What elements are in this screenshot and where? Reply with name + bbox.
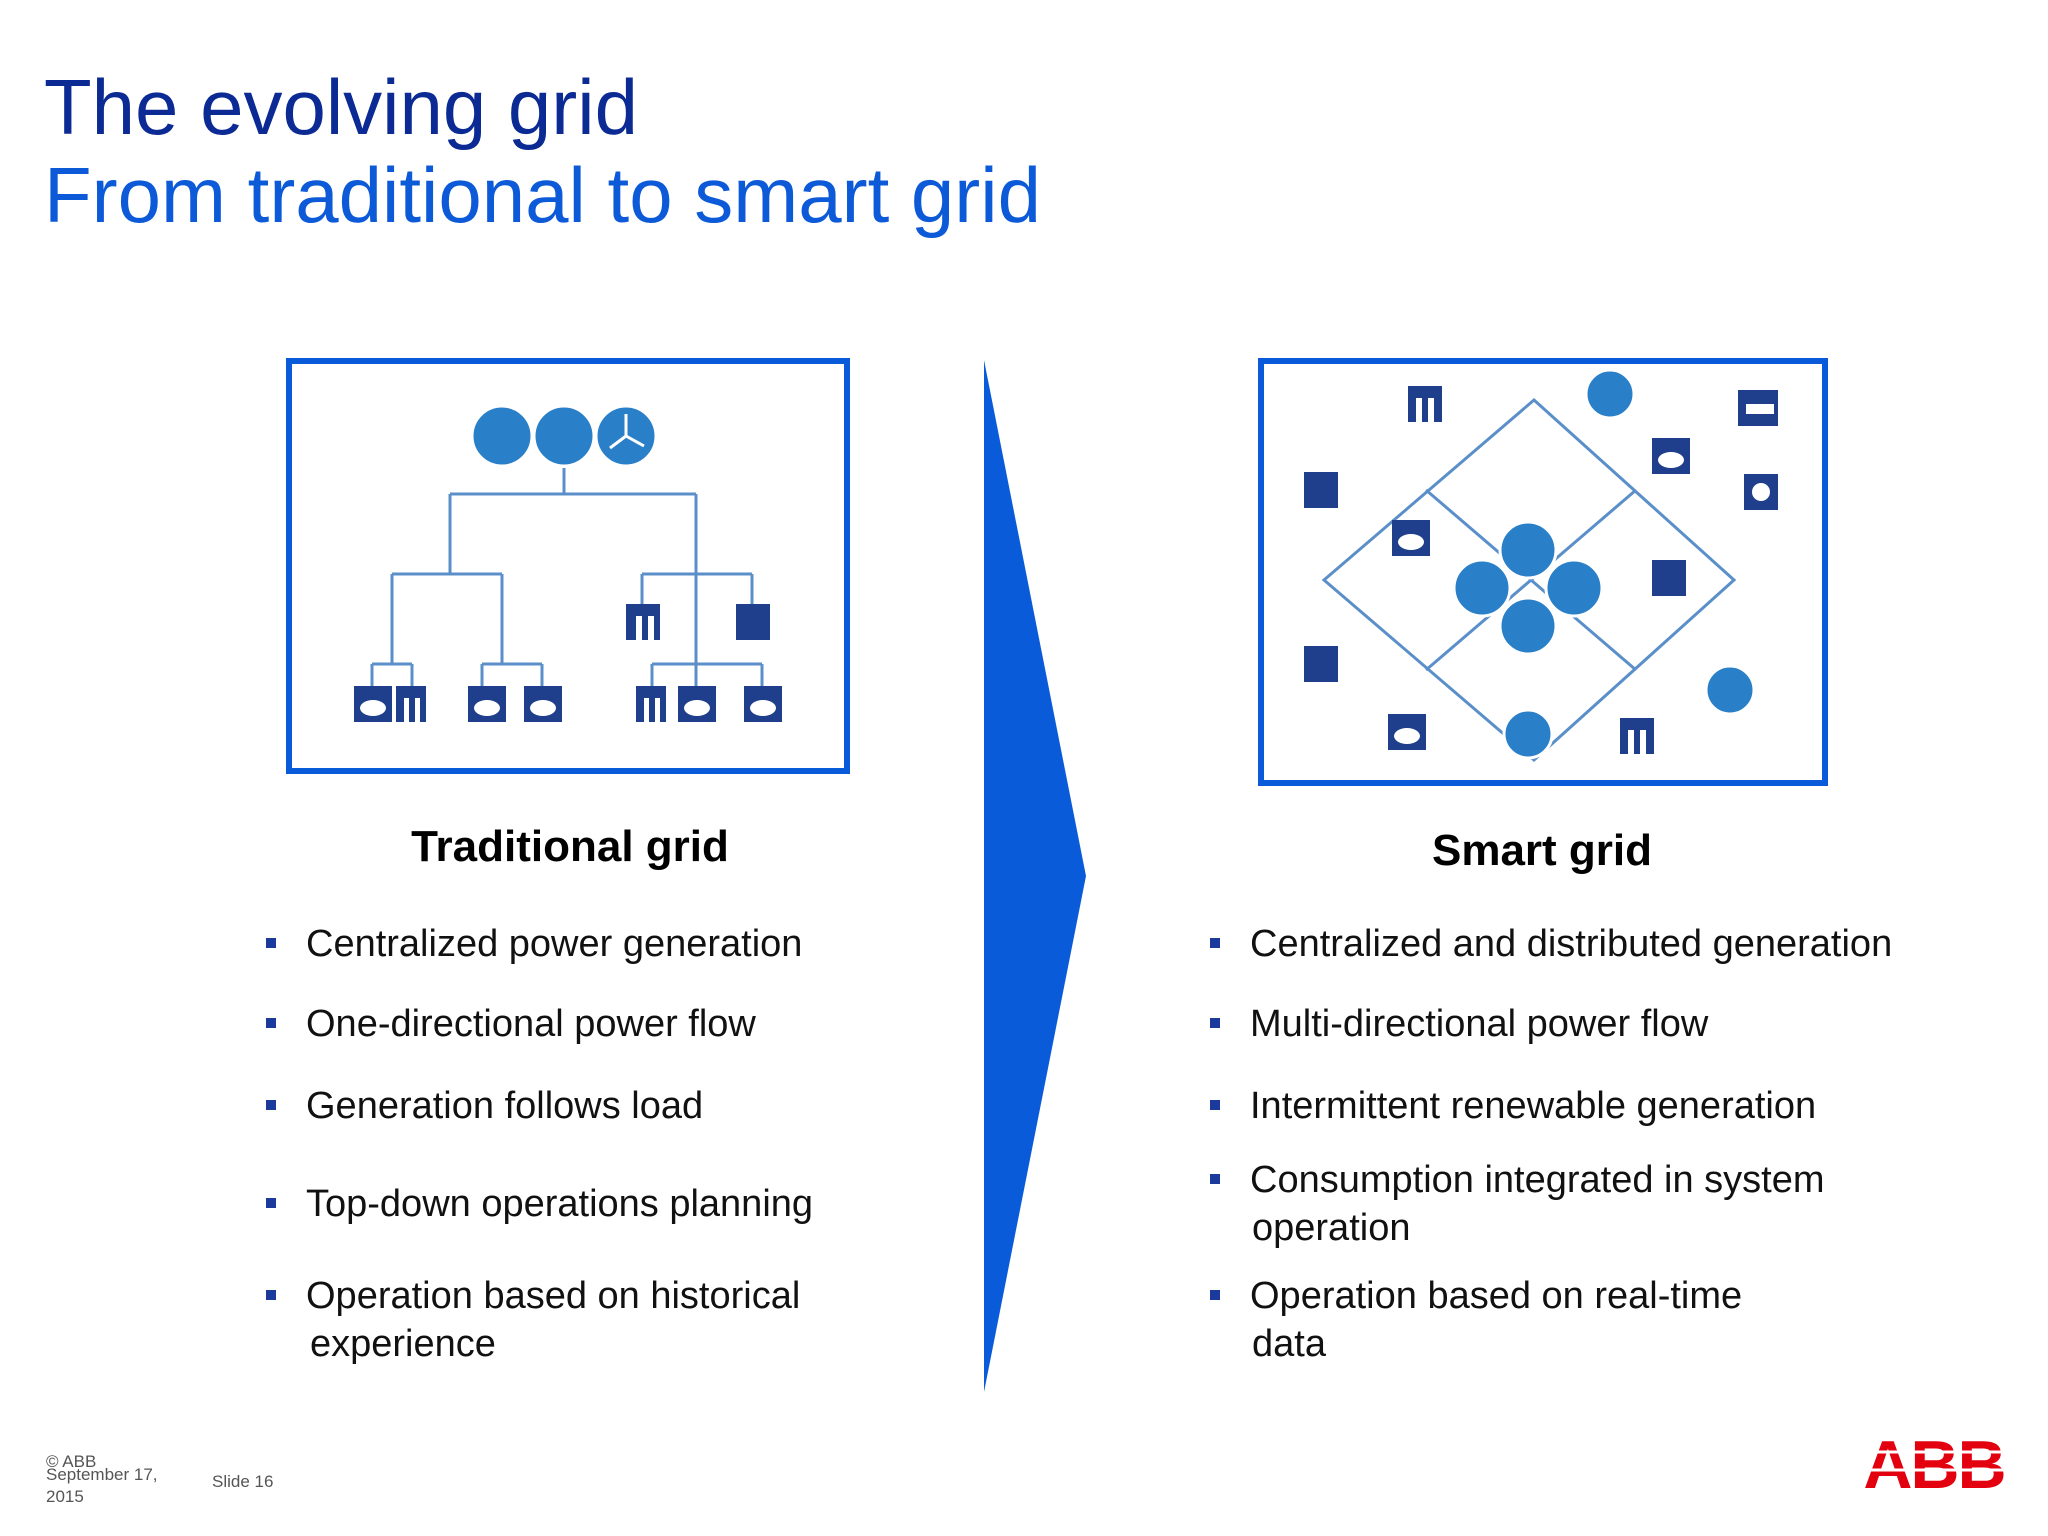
bullet-icon [266, 1290, 276, 1300]
bullet-icon [1210, 1100, 1220, 1110]
footer-slide-number: Slide 16 [212, 1472, 274, 1491]
industry-icon [1304, 472, 1338, 508]
list-item: Generation follows load [266, 1082, 704, 1130]
bullet-icon [266, 1198, 276, 1208]
factory-icon [1620, 718, 1654, 754]
list-item-text: data [1252, 1323, 1326, 1365]
footer-copyright: © ABB [46, 1452, 97, 1471]
list-item-text: Operation based on historical [306, 1275, 801, 1317]
abb-logo: ABB [1860, 1432, 2008, 1494]
industry-icon [736, 604, 770, 640]
transition-arrow [984, 360, 1086, 1392]
wind-turbine-icon [1704, 664, 1756, 716]
list-item: Top-down operations planning [266, 1180, 814, 1228]
wind-turbine-icon [1584, 368, 1636, 420]
list-item-continuation: experience [310, 1320, 496, 1368]
factory-icon [1408, 386, 1442, 422]
factory-icon [636, 686, 666, 722]
list-item-text: experience [310, 1323, 496, 1365]
wind-turbine-icon [1498, 520, 1558, 580]
factory-icon [470, 404, 534, 468]
list-item-text: Consumption integrated in system [1250, 1159, 1825, 1201]
list-item: One-directional power flow [266, 1000, 756, 1048]
wind-turbine-icon [1502, 708, 1554, 760]
bullet-icon [266, 1100, 276, 1110]
list-item-text: operation [1252, 1207, 1411, 1249]
list-item-text: Generation follows load [306, 1085, 704, 1127]
list-item: Multi-directional power flow [1210, 1000, 1709, 1048]
bullet-icon [1210, 1290, 1220, 1300]
list-item-text: Centralized and distributed generation [1250, 923, 1893, 965]
list-item: Centralized power generation [266, 920, 803, 968]
traditional-grid-heading: Traditional grid [411, 822, 729, 871]
bullet-icon [1210, 938, 1220, 948]
power-plant-icon [1544, 558, 1604, 618]
industry-icon [1652, 560, 1686, 596]
factory-icon [626, 604, 660, 640]
bullet-icon [1210, 1174, 1220, 1184]
list-item-text: Operation based on real-time [1250, 1275, 1743, 1317]
slide-title: The evolving grid [44, 63, 638, 151]
smart-grid-diagram [1258, 358, 1828, 786]
list-item-text: One-directional power flow [306, 1003, 756, 1045]
list-item: Operation based on historical [266, 1272, 801, 1320]
factory-icon [396, 686, 426, 722]
factory-icon [1452, 558, 1512, 618]
list-item-text: Multi-directional power flow [1250, 1003, 1709, 1045]
footer-date: September 17, 2015 [46, 1465, 158, 1506]
list-item: Consumption integrated in system [1210, 1156, 1825, 1204]
bullet-icon [1210, 1018, 1220, 1028]
list-item-continuation: operation [1252, 1204, 1410, 1252]
bullet-icon [266, 1018, 276, 1028]
list-item: Centralized and distributed generation [1210, 920, 1893, 968]
traditional-grid-diagram [286, 358, 850, 774]
industry-icon [1304, 646, 1338, 682]
bullet-icon [266, 938, 276, 948]
power-plant-icon [532, 404, 596, 468]
solar-panel-icon [1498, 596, 1558, 656]
abb-logo-text: ABB [1863, 1432, 2004, 1494]
list-item-text: Top-down operations planning [306, 1183, 814, 1225]
slide-subtitle: From traditional to smart grid [44, 151, 1041, 239]
smart-grid-heading: Smart grid [1431, 826, 1653, 875]
list-item: Intermittent renewable generation [1210, 1082, 1817, 1130]
list-item-continuation: data [1252, 1320, 1326, 1368]
list-item-text: Centralized power generation [306, 923, 803, 965]
list-item: Operation based on real-time [1210, 1272, 1743, 1320]
list-item-text: Intermittent renewable generation [1250, 1085, 1817, 1127]
